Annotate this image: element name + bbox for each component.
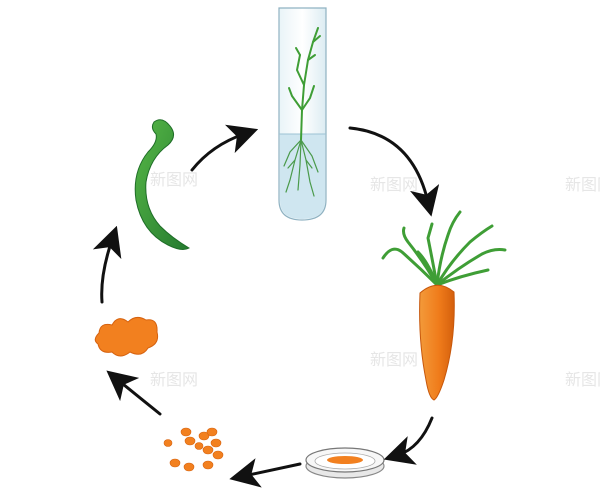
cell-icon (202, 460, 214, 470)
tissue-sample (327, 456, 363, 464)
watermark-group: 新图网 新图网 新图网 新图网 新图网 新图网 (150, 170, 600, 389)
petri-dish (305, 447, 385, 479)
cell-icon (202, 445, 214, 455)
watermark-text: 新图网 (565, 370, 600, 389)
cell-icon (183, 462, 195, 472)
cell-icon (180, 427, 192, 437)
cell-icon (210, 438, 222, 448)
embryo (134, 119, 190, 250)
cell-icon (206, 427, 218, 437)
watermark-text: 新图网 (565, 175, 600, 194)
carrot-root-icon (419, 284, 455, 401)
cell-suspension (163, 427, 224, 472)
cell-icon (169, 458, 181, 468)
cell-icon (194, 442, 204, 450)
cell-icon (198, 431, 210, 441)
arrow-cells-to-callus (106, 370, 162, 416)
callus (94, 316, 159, 357)
cycle-arrows (92, 124, 440, 488)
watermark-text: 新图网 (150, 170, 198, 189)
watermark-text: 新图网 (370, 175, 418, 194)
cell-icon (163, 439, 173, 447)
arrow-carrot-to-petri (383, 416, 434, 465)
culture-medium (280, 134, 325, 219)
test-tube-plantlet (278, 7, 327, 221)
watermark-text: 新图网 (150, 370, 198, 389)
arrow-callus-to-embryo (92, 225, 122, 304)
plantlet-icon (288, 27, 321, 141)
roots-icon (283, 139, 319, 197)
arrow-tube-to-carrot (348, 126, 440, 217)
watermark-text: 新图网 (370, 350, 418, 369)
cell-icon (212, 450, 224, 460)
cell-icon (184, 436, 196, 446)
carrot (381, 210, 507, 401)
carrot-leaves-icon (381, 210, 507, 287)
arrow-embryo-to-tube (190, 124, 259, 172)
arrow-petri-to-cells (229, 458, 302, 488)
